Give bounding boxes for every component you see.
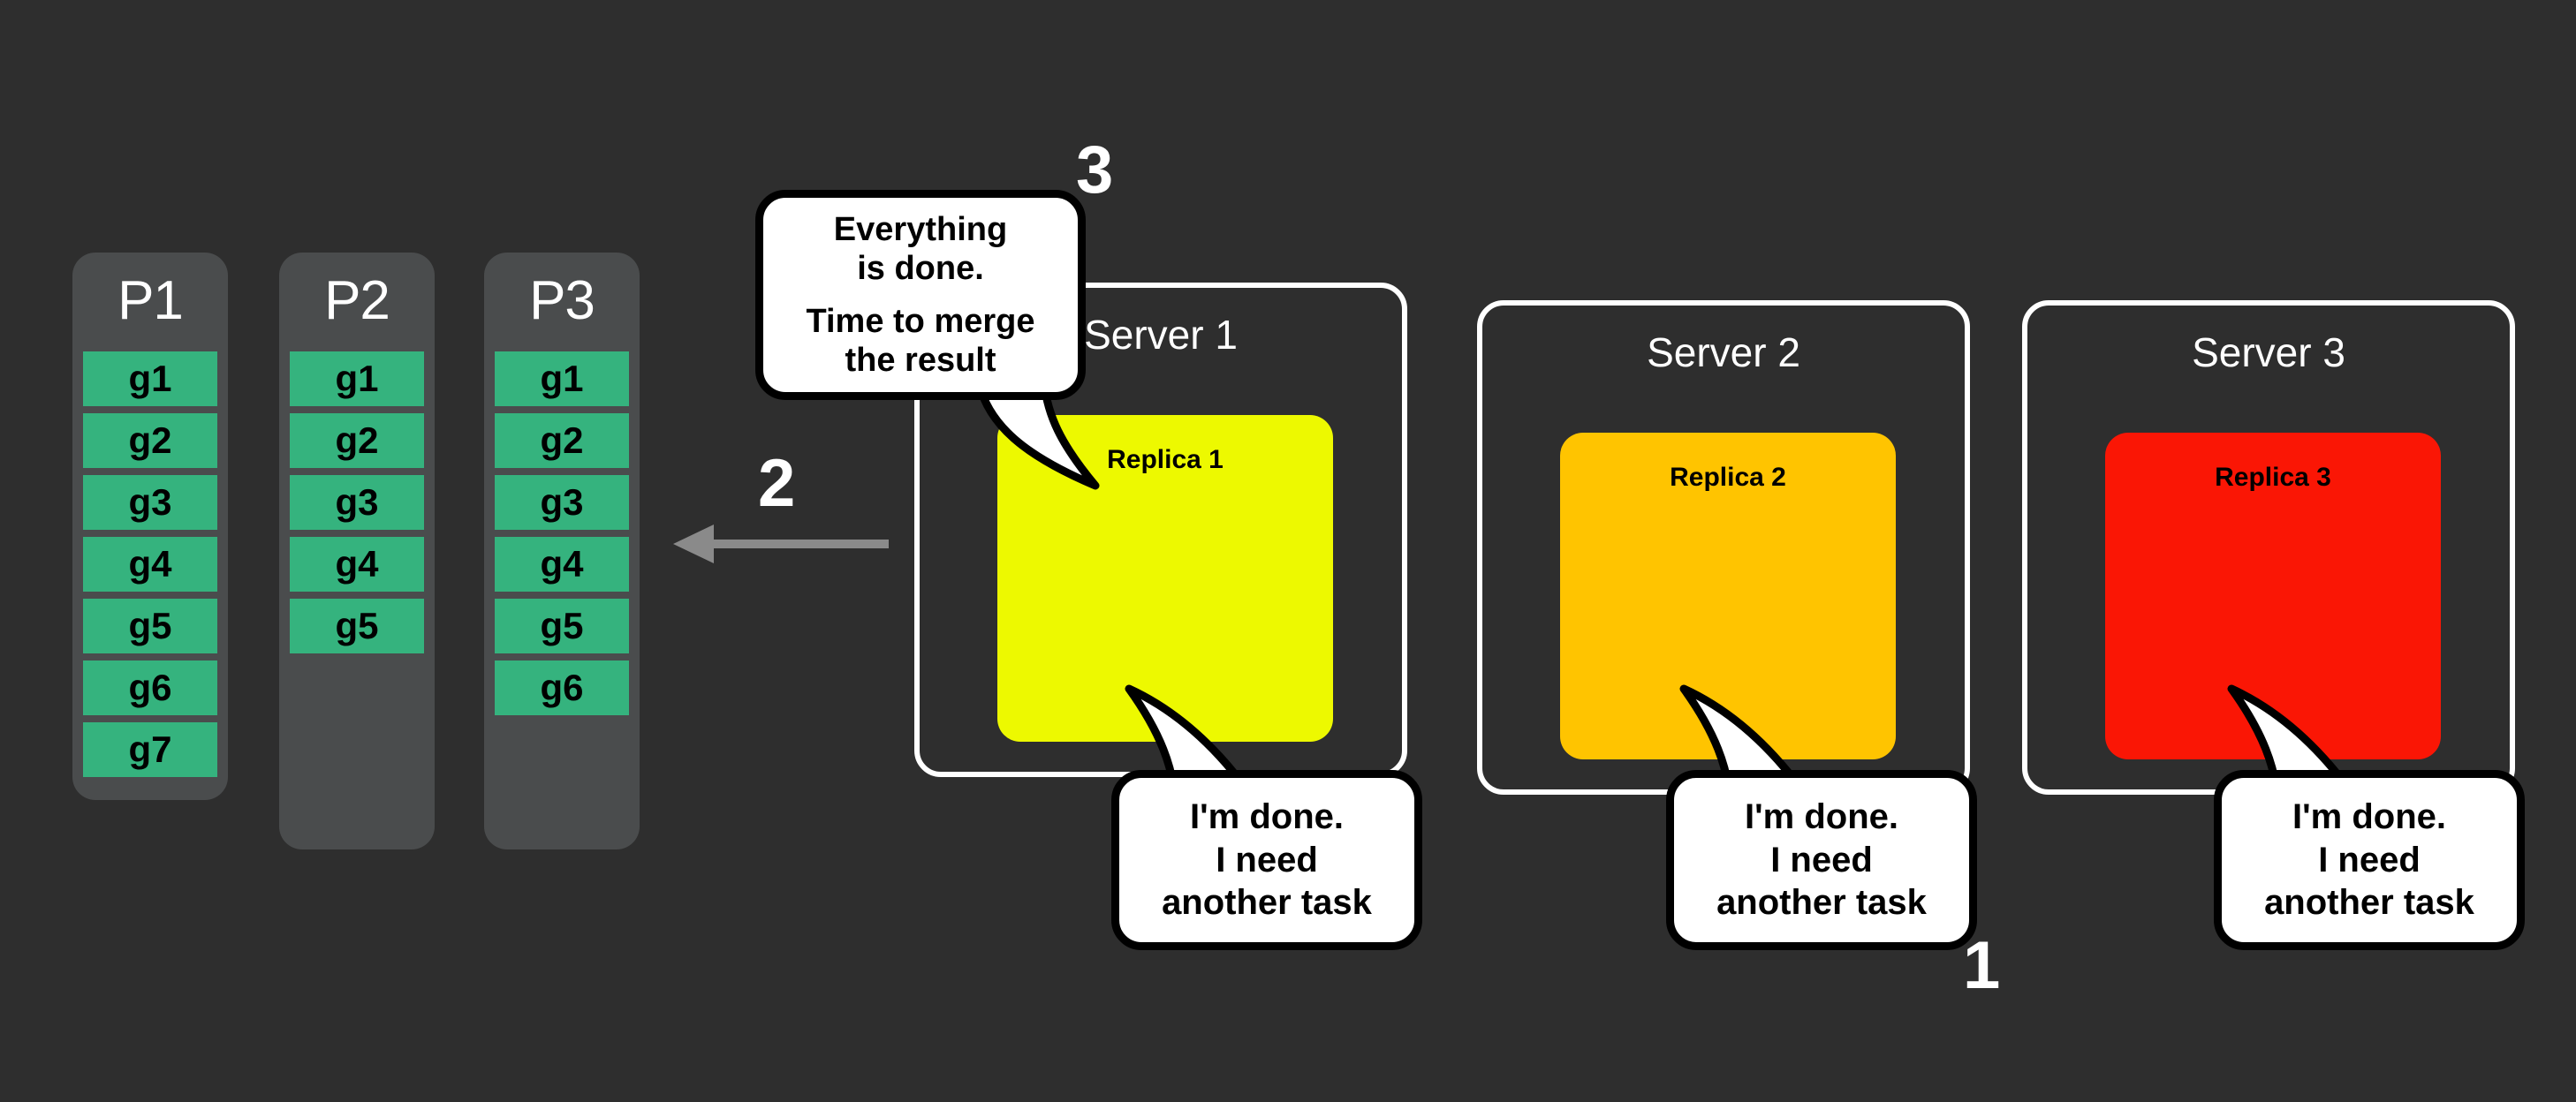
replica-box-1: Replica 1: [997, 415, 1333, 742]
group-cell: g1: [290, 351, 424, 406]
server-title: Server 1: [1084, 312, 1238, 358]
partition-title: P3: [529, 270, 595, 331]
merge-arrow-icon: [673, 525, 889, 563]
group-cell: g5: [495, 599, 629, 653]
group-cell: g5: [290, 599, 424, 653]
step-number-3: 3: [1076, 132, 1114, 208]
bubble-text-line: another task: [1162, 883, 1372, 923]
server-box-3: Server 3 Replica 3: [2022, 300, 2515, 795]
group-list: g1 g2 g3 g4 g5 g6: [495, 351, 629, 738]
replica-label: Replica 1: [1107, 445, 1224, 474]
done-speech-bubble-3: I'm done. I need another task: [2214, 770, 2525, 950]
group-cell: g3: [290, 475, 424, 530]
server-title: Server 2: [1647, 329, 1800, 375]
bubble-text-line: I'm done.: [1190, 797, 1344, 837]
group-cell: g6: [83, 660, 217, 715]
partition-p1: P1 g1 g2 g3 g4 g5 g6 g7: [72, 253, 228, 800]
replica-label: Replica 3: [2215, 463, 2331, 492]
replica-label: Replica 2: [1670, 463, 1786, 492]
bubble-text-line: the result: [845, 342, 996, 380]
bubble-text-line: I'm done.: [1745, 797, 1898, 837]
bubble-text-line: Everything: [833, 210, 1008, 248]
group-list: g1 g2 g3 g4 g5 g6 g7: [83, 351, 217, 800]
group-cell: g7: [83, 722, 217, 777]
group-cell: g2: [290, 413, 424, 468]
server-title: Server 3: [2192, 329, 2345, 375]
group-cell: g2: [83, 413, 217, 468]
step-number-2: 2: [758, 446, 796, 521]
group-cell: g1: [495, 351, 629, 406]
bubble-text-line: Time to merge: [806, 303, 1035, 340]
bubble-text-line: I need: [1770, 840, 1873, 879]
bubble-text-line: another task: [1716, 883, 1927, 923]
done-speech-bubble-1: I'm done. I need another task: [1111, 770, 1422, 950]
group-list: g1 g2 g3 g4 g5: [290, 351, 424, 676]
partition-p2: P2 g1 g2 g3 g4 g5: [279, 253, 435, 849]
partition-title: P1: [117, 270, 184, 331]
group-cell: g4: [83, 537, 217, 592]
merge-speech-bubble: Everything is done. Time to merge the re…: [755, 190, 1086, 400]
bubble-text-line: I need: [1216, 840, 1318, 879]
group-cell: g2: [495, 413, 629, 468]
partition-p3: P3 g1 g2 g3 g4 g5 g6: [484, 253, 640, 849]
server-box-2: Server 2 Replica 2: [1477, 300, 1970, 795]
group-cell: g4: [495, 537, 629, 592]
group-cell: g4: [290, 537, 424, 592]
bubble-text-line: I need: [2318, 840, 2421, 879]
group-cell: g1: [83, 351, 217, 406]
partition-title: P2: [324, 270, 390, 331]
done-speech-bubble-2: I'm done. I need another task: [1666, 770, 1977, 950]
group-cell: g6: [495, 660, 629, 715]
bubble-text-line: is done.: [857, 249, 984, 287]
group-cell: g3: [83, 475, 217, 530]
replica-box-2: Replica 2: [1560, 433, 1896, 759]
bubble-text-line: another task: [2264, 883, 2474, 923]
group-cell: g3: [495, 475, 629, 530]
step-number-1: 1: [1963, 928, 2001, 1003]
bubble-text-line: I'm done.: [2292, 797, 2446, 837]
group-cell: g5: [83, 599, 217, 653]
replica-box-3: Replica 3: [2105, 433, 2441, 759]
